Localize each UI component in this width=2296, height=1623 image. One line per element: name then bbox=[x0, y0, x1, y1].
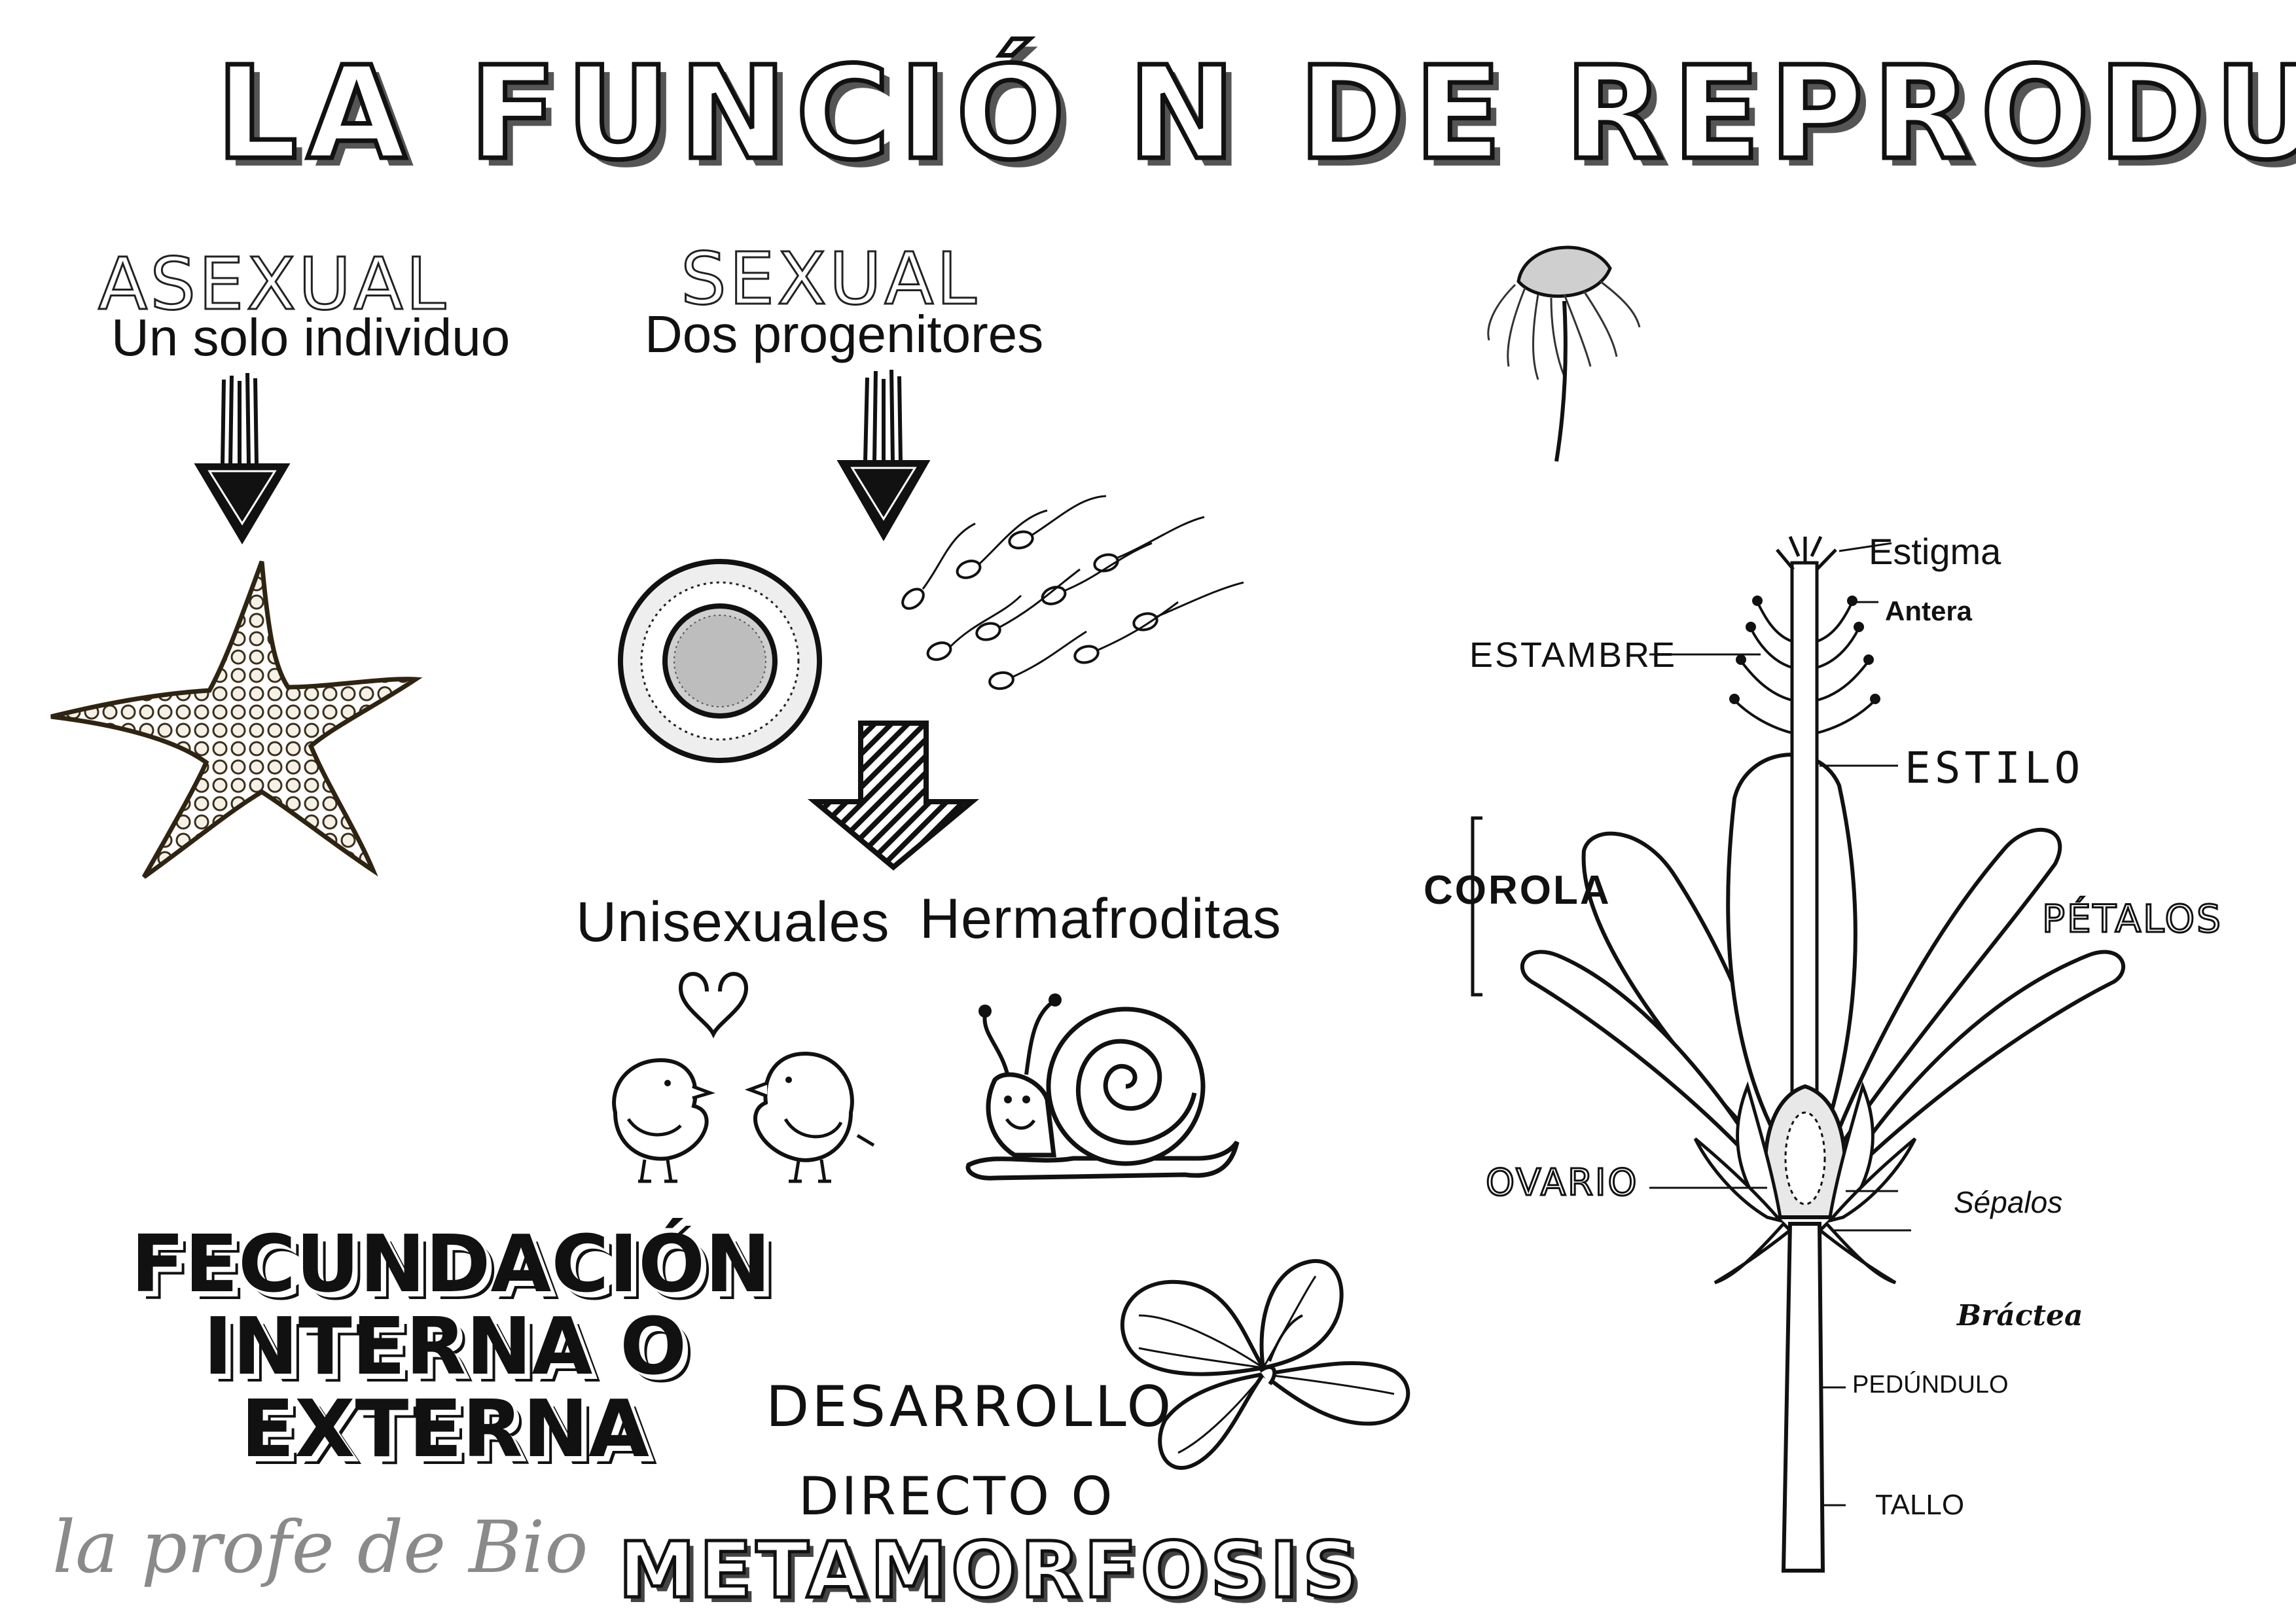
label-pedunculo: PEDÚNDULO bbox=[1852, 1371, 2009, 1399]
fecundacion-line2: INTERNA O bbox=[203, 1302, 687, 1393]
starfish-icon bbox=[50, 560, 423, 879]
desarrollo-line1: DESARROLLO bbox=[766, 1374, 1174, 1440]
asexual-arrow-icon bbox=[194, 372, 291, 544]
label-estambre: ESTAMBRE bbox=[1469, 635, 1677, 675]
flower-anatomy-diagram bbox=[1471, 535, 2126, 1573]
hermaphrodite-label: Hermafroditas bbox=[920, 887, 1282, 950]
striped-down-arrow-icon bbox=[807, 721, 980, 871]
label-estigma: Estigma bbox=[1869, 531, 2001, 572]
desarrollo-line3: METAMORFOSIS bbox=[617, 1524, 1363, 1617]
fecundacion-block: FECUNDACIÓN INTERNA O EXTERNA bbox=[131, 1219, 771, 1475]
snail-icon bbox=[965, 993, 1240, 1181]
sexual-arrow-icon bbox=[836, 369, 931, 542]
unisexual-label: Unisexuales bbox=[576, 891, 890, 954]
asexual-subtitle: Un solo individuo bbox=[111, 308, 511, 366]
fecundacion-line3: EXTERNA bbox=[240, 1384, 650, 1475]
label-bractea: Bráctea bbox=[1957, 1299, 2083, 1332]
asexual-heading: ASEXUAL bbox=[98, 241, 448, 327]
label-sepalos: Sépalos bbox=[1954, 1185, 2063, 1219]
desarrollo-line2: DIRECTO O bbox=[798, 1466, 1115, 1527]
sperm-cells-icon bbox=[901, 495, 1244, 690]
page-title: LA FUNCIÓ N DE REPRODUCCIÓ N bbox=[214, 37, 2296, 191]
label-ovario: OVARIO bbox=[1485, 1161, 1639, 1205]
label-corola: COROLA bbox=[1424, 868, 1611, 913]
label-petalos: PÉTALOS bbox=[2041, 896, 2223, 942]
sexual-subtitle: Dos progenitores bbox=[645, 305, 1044, 363]
egg-cell-icon bbox=[618, 559, 822, 763]
label-estilo: ESTILO bbox=[1905, 743, 2085, 793]
love-birds-icon bbox=[612, 972, 875, 1183]
fecundacion-line1: FECUNDACIÓN bbox=[131, 1219, 771, 1310]
butterfly-icon bbox=[1121, 1258, 1410, 1470]
label-antera: Antera bbox=[1885, 596, 1973, 626]
sexual-heading: SEXUAL bbox=[680, 236, 979, 322]
drooping-flower-icon bbox=[1487, 245, 1641, 462]
author-signature: la profe de Bio bbox=[52, 1505, 588, 1589]
label-tallo: TALLO bbox=[1875, 1489, 1965, 1521]
